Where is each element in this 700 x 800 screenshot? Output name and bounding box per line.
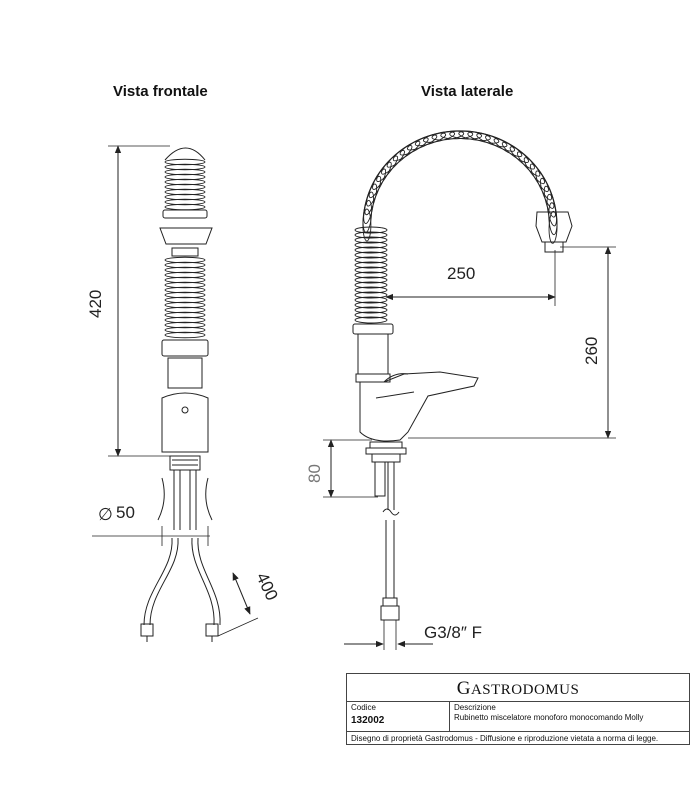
brand-logo: GASTRODOMUS <box>347 674 689 702</box>
dimension-250-label: 250 <box>447 264 475 283</box>
front-spring-head <box>164 158 206 211</box>
dimension-thread-label: G3/8″ F <box>424 623 482 642</box>
dimension-diameter-label: 50 <box>116 503 135 522</box>
front-spring-body <box>164 256 206 339</box>
description-cell: Descrizione Rubinetto miscelatore monofo… <box>450 701 689 732</box>
description-value: Rubinetto miscelatore monoforo monocoman… <box>454 713 644 722</box>
front-view <box>92 145 259 642</box>
side-spring-spout <box>354 130 558 324</box>
code-value: 132002 <box>351 715 385 726</box>
diameter-symbol: ∅ <box>98 505 113 524</box>
front-view-title: Vista frontale <box>113 83 208 100</box>
dimension-420-label: 420 <box>86 290 105 318</box>
code-label: Codice <box>351 703 376 712</box>
title-block: GASTRODOMUS Codice 132002 Descrizione Ru… <box>346 673 690 745</box>
dimension-80-label: 80 <box>305 464 324 483</box>
description-label: Descrizione <box>454 703 496 712</box>
side-view <box>323 130 616 650</box>
dimension-260-label: 260 <box>582 337 601 365</box>
dimension-400-label: 400 <box>252 570 281 604</box>
copyright-note: Disegno di proprietà Gastrodomus - Diffu… <box>351 734 659 743</box>
code-cell: Codice 132002 <box>347 701 450 732</box>
side-view-title: Vista laterale <box>421 83 514 100</box>
